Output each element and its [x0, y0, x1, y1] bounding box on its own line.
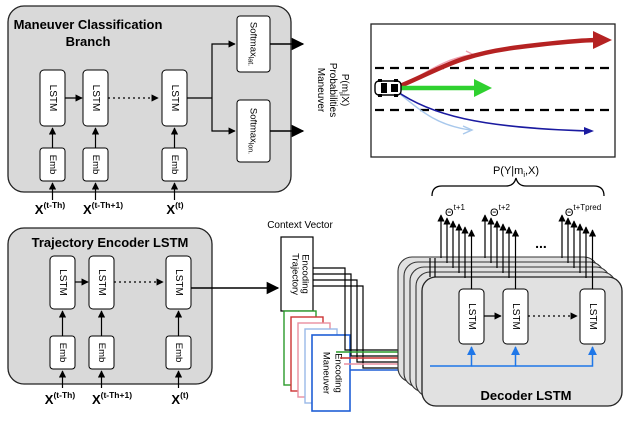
encoder-lstm-3-label: LSTM [173, 269, 184, 296]
decoder-output-label: P(Y|mi,X) [493, 165, 539, 179]
decoder-lstm-2-label: LSTM [510, 303, 521, 330]
encoder-lstm-2-label: LSTM [96, 269, 107, 296]
maneuver-emb-2-label: Emb [90, 155, 101, 175]
car-icon [374, 79, 402, 97]
maneuver-branch-title-line2: Branch [66, 34, 111, 49]
softmax-lat-label: Softmaxlat. [247, 22, 259, 66]
encoder-emb-3-label: Emb [173, 343, 184, 363]
theta-2-label: Θt+2 [490, 203, 510, 219]
maneuver-branch-panel: Maneuver Classification Branch LSTM LSTM… [7, 5, 292, 200]
encoder-input-3: X(t) [171, 390, 188, 407]
blue-trajectory [394, 89, 591, 132]
decoder-ellipsis: ... [535, 235, 547, 251]
encoder-emb-1-label: Emb [57, 343, 68, 363]
maneuver-input-1: X(t-Th) [35, 200, 66, 217]
encoder-panel: Trajectory Encoder LSTM LSTM LSTM LSTM E… [7, 227, 213, 388]
encoder-lstm-3 [165, 255, 192, 310]
maneuver-encoding-stack: Maneuver Encoding [283, 310, 351, 412]
maneuver-encoding-line1: Maneuver [320, 352, 331, 394]
maneuver-encoding-box [311, 334, 351, 412]
trajectory-encoding-line1: Trajectory [289, 253, 300, 295]
maneuver-encoding-line2: Encoding [332, 353, 343, 393]
decoder-output-arrows-2 [481, 214, 520, 289]
encoder-input-2: X(t-Th+1) [92, 390, 132, 407]
maneuver-input-3: X(t) [166, 200, 183, 217]
maneuver-emb-3-label: Emb [169, 155, 180, 175]
theta-1-label: Θt+1 [445, 203, 465, 219]
decoder-output-arrows-1 [437, 214, 476, 289]
maneuver-prob-line1: Maneuver [315, 68, 326, 113]
maneuver-lstm-2-label: LSTM [90, 85, 101, 112]
decoder-lstm-1-label: LSTM [466, 303, 477, 330]
decoder-output-arrows-3 [558, 214, 597, 289]
softmax-lon-label: Softmaxlon. [247, 108, 259, 154]
maneuver-emb-1-label: Emb [47, 155, 58, 175]
maneuver-lstm-3-label: LSTM [169, 85, 180, 112]
trajectory-encoding-line2: Encoding [299, 254, 310, 294]
red-trajectory [394, 37, 601, 91]
maneuver-prob-line2: Probabilities [327, 63, 338, 117]
decoder-lstm-3-label: LSTM [587, 303, 598, 330]
maneuver-branch-title-line1: Maneuver Classification [14, 17, 163, 32]
encoder-title: Trajectory Encoder LSTM [32, 235, 189, 250]
decoder-title: Decoder LSTM [480, 388, 571, 403]
context-vector-label: Context Vector [267, 220, 333, 231]
maneuver-lstm-1-label: LSTM [47, 85, 58, 112]
encoder-lstm-1-label: LSTM [57, 269, 68, 296]
road-scene [370, 23, 616, 158]
output-brace [431, 177, 605, 197]
encoder-input-1: X(t-Th) [45, 390, 76, 407]
maneuver-prob-line3: P(mi|X) [337, 74, 350, 107]
maneuver-input-2: X(t-Th+1) [83, 200, 123, 217]
encoder-emb-2-label: Emb [96, 343, 107, 363]
theta-3-label: Θt+Tpred [565, 203, 601, 219]
